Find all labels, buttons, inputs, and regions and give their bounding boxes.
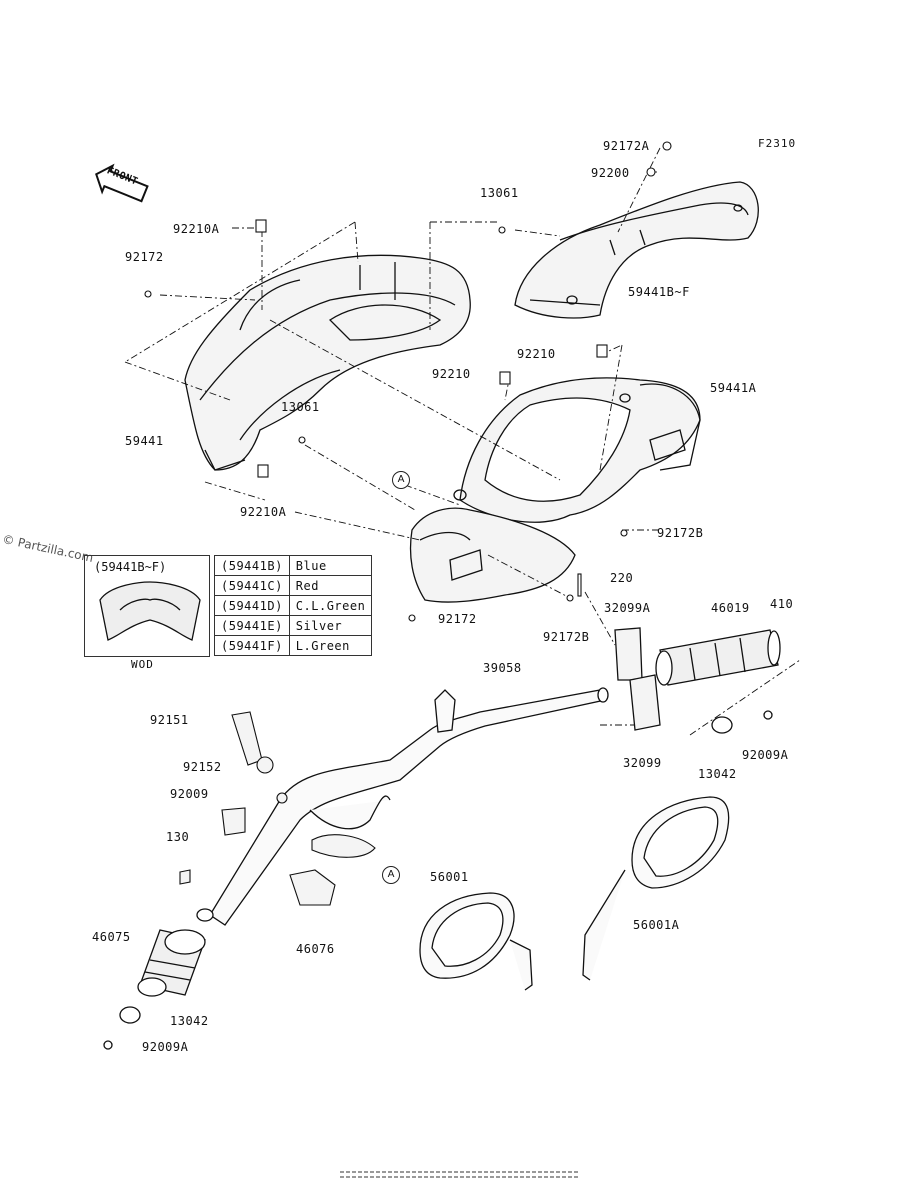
part-label: 92172B <box>657 526 704 540</box>
color-code: (59441D) <box>214 595 290 616</box>
part-label: 410 <box>770 597 794 611</box>
color-code: (59441E) <box>214 615 290 636</box>
inset-caption: WOD <box>131 658 154 671</box>
mirror-56001a <box>582 796 730 981</box>
color-code: (59441F) <box>214 635 290 656</box>
screw-92172-bottom <box>408 614 416 622</box>
part-label: 32099A <box>604 601 651 615</box>
footer-fine-print <box>340 1168 580 1182</box>
figure-code: F2310 <box>758 137 797 150</box>
part-label: 13042 <box>170 1014 209 1028</box>
inset-cover-illustration <box>99 581 201 641</box>
table-row: (59441D)C.L.Green <box>214 595 373 616</box>
part-label: 39058 <box>483 661 522 675</box>
part-label: 59441B~F <box>628 285 690 299</box>
handlebar-39058 <box>196 687 609 926</box>
screw-92009a-right <box>763 710 773 720</box>
part-label: 92200 <box>591 166 630 180</box>
part-label: 59441A <box>710 381 757 395</box>
color-table: (59441B)Blue (59441C)Red (59441D)C.L.Gre… <box>214 555 373 656</box>
part-label: 92172B <box>543 630 590 644</box>
end-cap-13042-left <box>119 1006 141 1024</box>
part-label: 92210A <box>240 505 287 519</box>
grommet-13061-mid <box>298 436 306 444</box>
table-row: (59441E)Silver <box>214 615 373 636</box>
switch-housing-32099 <box>614 627 661 731</box>
holder-46076 <box>289 869 336 906</box>
part-label: 92009A <box>142 1040 189 1054</box>
part-label: 92172 <box>125 250 164 264</box>
part-label: 130 <box>166 830 190 844</box>
mirror-56001 <box>419 892 533 991</box>
color-name: Silver <box>288 615 373 636</box>
part-label: 56001 <box>430 870 469 884</box>
screw-92172b-lower <box>566 594 574 602</box>
table-row: (59441F)L.Green <box>214 635 373 656</box>
color-name: Red <box>288 575 373 596</box>
nut-92009 <box>276 792 288 804</box>
end-cap-13042-right <box>711 716 733 734</box>
inset-title: (59441B~F) <box>94 560 167 574</box>
part-label: 56001A <box>633 918 680 932</box>
part-label: 220 <box>610 571 634 585</box>
part-label: 92009 <box>170 787 209 801</box>
part-label: 92009A <box>742 748 789 762</box>
part-label: 59441 <box>125 434 164 448</box>
part-label: 13061 <box>480 186 519 200</box>
grip-46019 <box>655 629 781 686</box>
color-name: L.Green <box>288 635 373 656</box>
part-label: 13061 <box>281 400 320 414</box>
part-label: 92210A <box>173 222 220 236</box>
screw-92009a-left <box>103 1040 113 1050</box>
clip-92210-left <box>499 371 511 385</box>
grip-46075 <box>137 929 206 997</box>
bolt-130 <box>179 869 191 885</box>
clip-92210a-top <box>255 219 267 233</box>
color-name: C.L.Green <box>288 595 373 616</box>
clip-92210-right <box>596 344 608 358</box>
part-label: 32099 <box>623 756 662 770</box>
collar-92152 <box>256 756 274 774</box>
part-label: 46019 <box>711 601 750 615</box>
table-row: (59441B)Blue <box>214 555 373 576</box>
inset-box <box>84 555 210 657</box>
color-code: (59441B) <box>214 555 290 576</box>
holder-plate <box>311 834 376 858</box>
part-label: 92172 <box>438 612 477 626</box>
part-label: 46075 <box>92 930 131 944</box>
front-arrow-icon <box>95 163 149 203</box>
upper-cover-59441 <box>184 254 471 471</box>
washer-92200 <box>646 167 656 177</box>
holder-left <box>221 807 246 836</box>
part-label: 92152 <box>183 760 222 774</box>
meter-cover-59441a <box>453 377 701 523</box>
bolt-92151 <box>231 711 263 766</box>
grommet-13061-top <box>498 226 506 234</box>
screw-92172a <box>662 141 672 151</box>
part-label: 92210 <box>432 367 471 381</box>
callout-a-upper: A <box>392 471 410 489</box>
screw-92172-left <box>144 290 152 298</box>
screw-92172b-upper <box>620 529 628 537</box>
callout-a-lower: A <box>382 866 400 884</box>
color-name: Blue <box>288 555 373 576</box>
clip-92210a-bottom <box>257 464 269 478</box>
upper-cover-59441b-f <box>514 181 759 319</box>
bolt-220 <box>577 573 582 597</box>
part-label: 92151 <box>150 713 189 727</box>
table-row: (59441C)Red <box>214 575 373 596</box>
color-code: (59441C) <box>214 575 290 596</box>
part-label: 46076 <box>296 942 335 956</box>
part-label: 13042 <box>698 767 737 781</box>
part-label: 92172A <box>603 139 650 153</box>
part-label: 92210 <box>517 347 556 361</box>
